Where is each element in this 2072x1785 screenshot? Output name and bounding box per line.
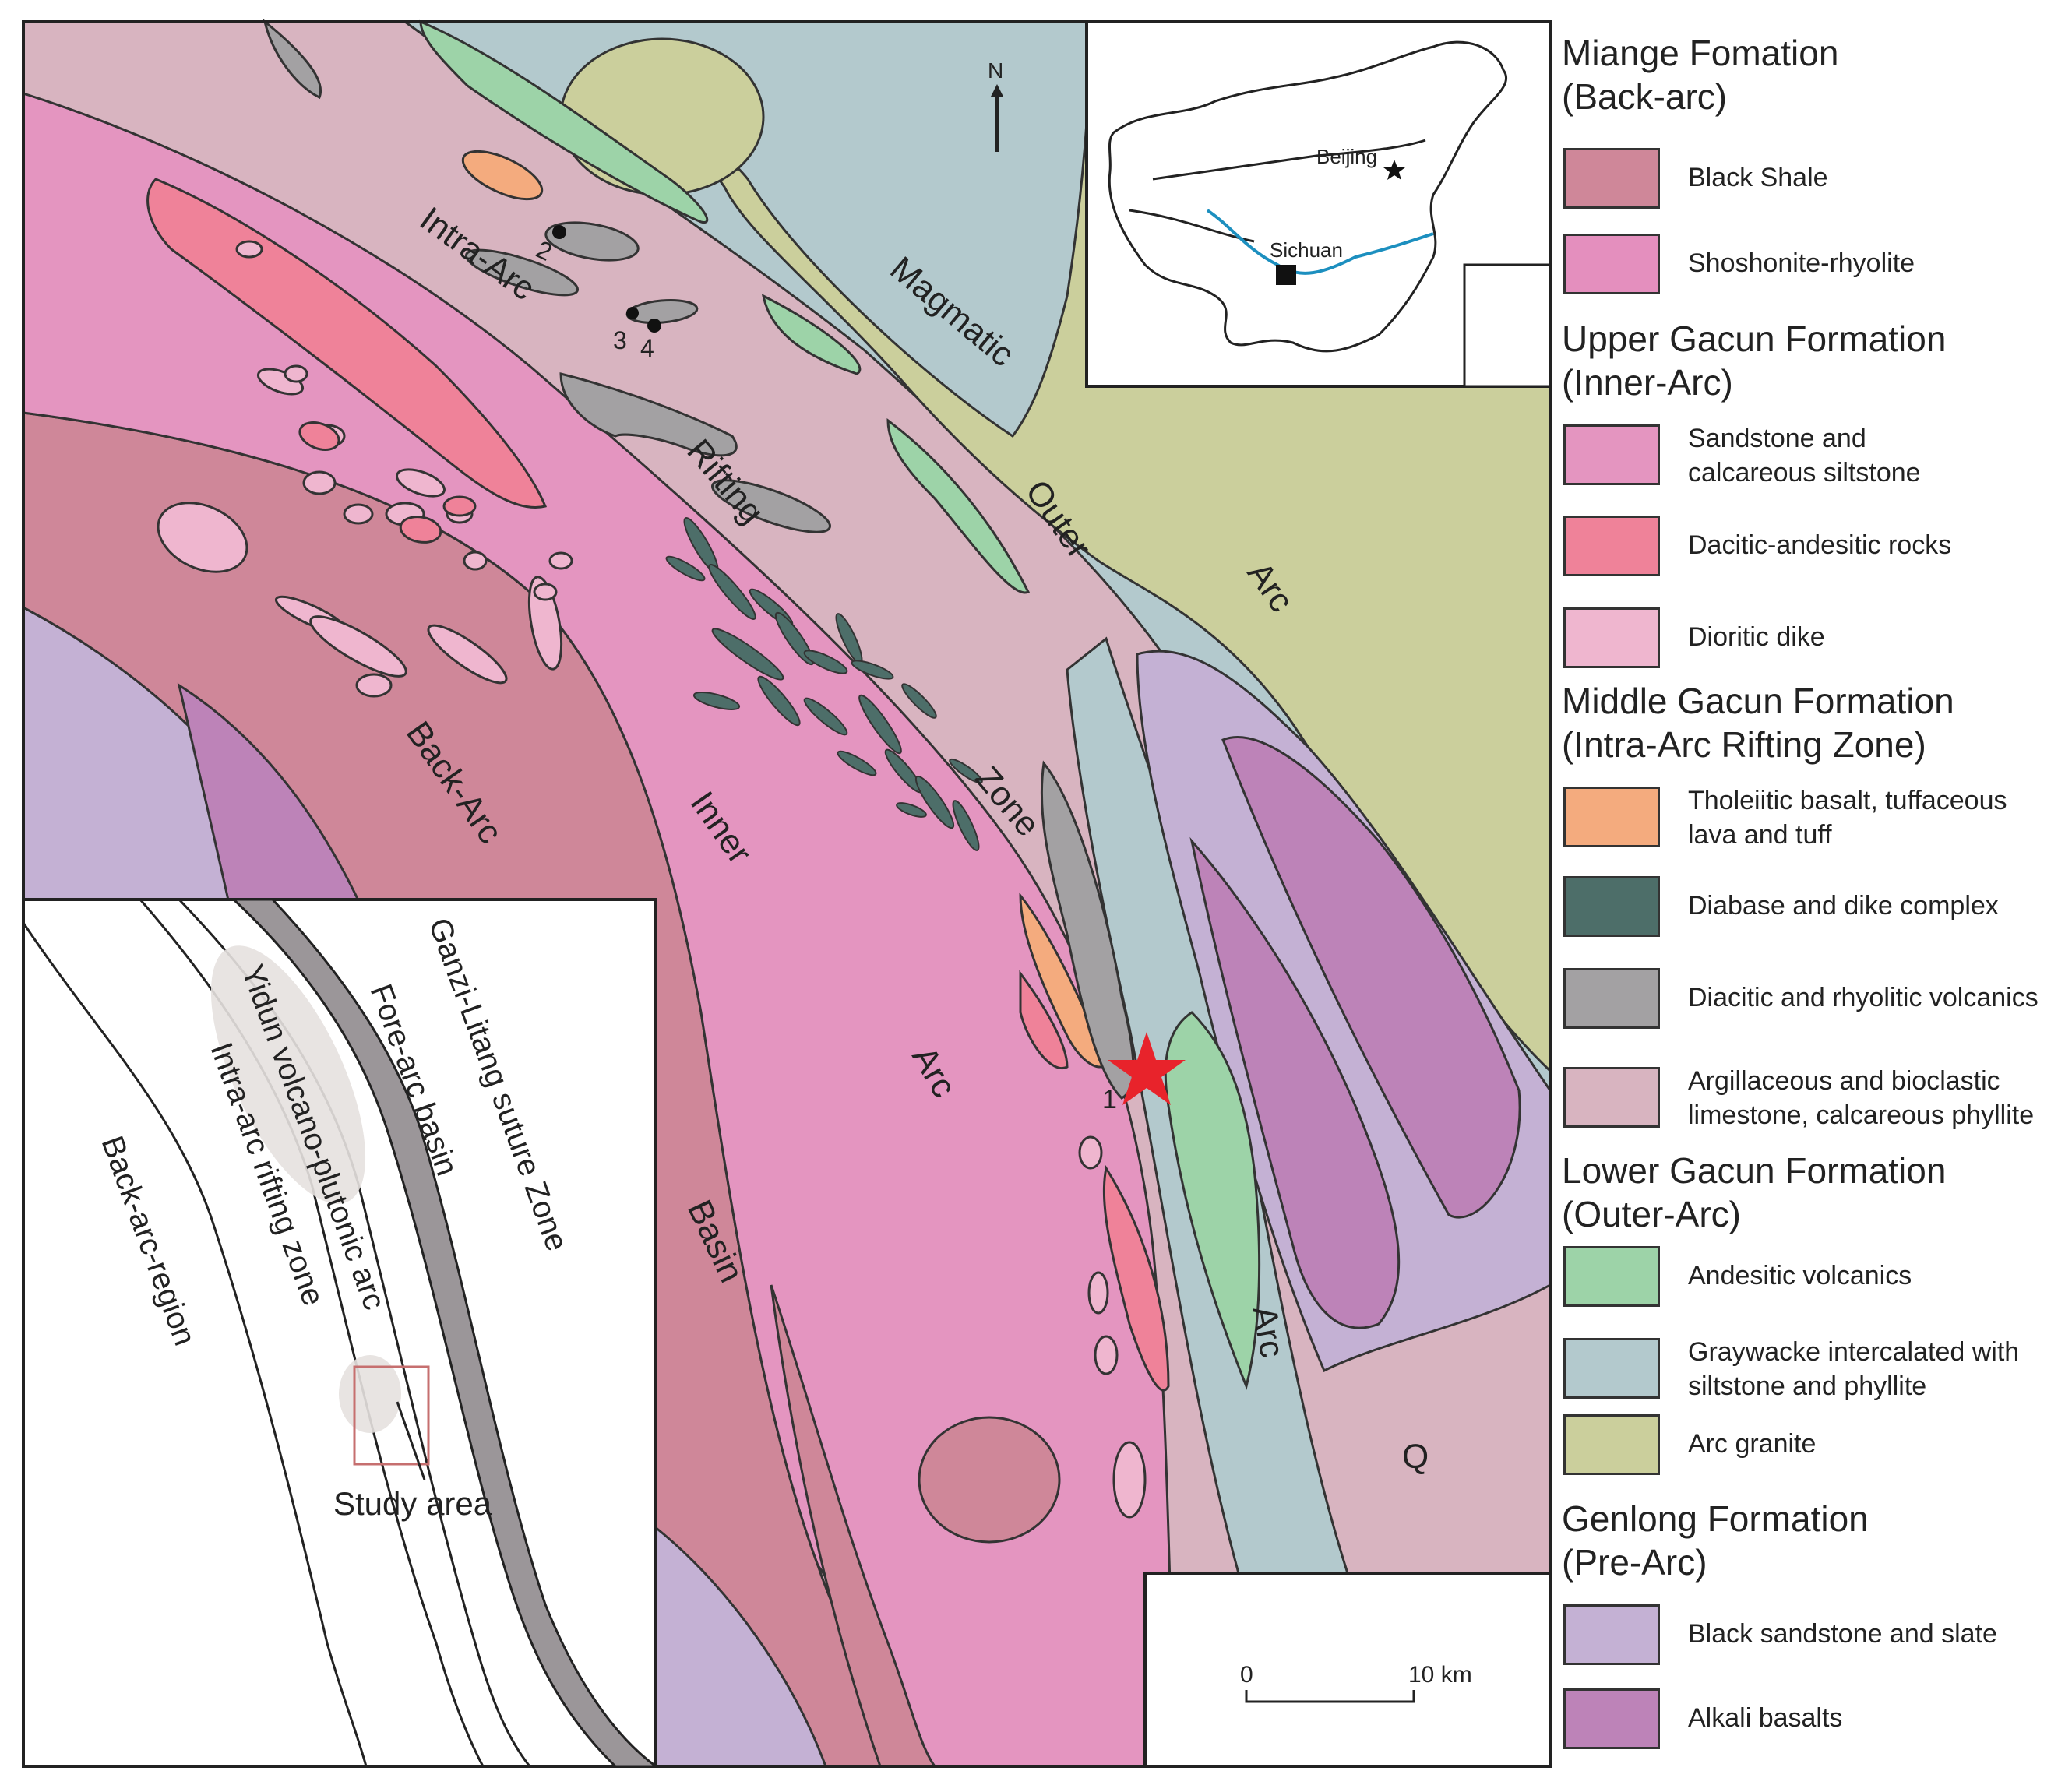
yangtze-river — [1206, 209, 1434, 275]
alkali-basalt-right-2 — [1189, 836, 1401, 1329]
legend-swatch — [1563, 516, 1660, 576]
dacitic-rhyolitic-3 — [544, 221, 640, 262]
andesitic-volcanics-1 — [419, 19, 709, 224]
study-area-label: Study area — [333, 1485, 492, 1522]
legend-item-label: Dacitic-andesitic rocks — [1688, 530, 1952, 560]
study-area-box — [353, 1365, 430, 1466]
andesitic-volcanics-2 — [761, 294, 862, 375]
dacitic-rhyolitic-5 — [559, 372, 738, 457]
scale-zero: 0 — [1240, 1662, 1253, 1688]
north-arrow-icon — [991, 84, 1003, 152]
yellow-river — [1152, 139, 1426, 181]
legend-group: Lower Gacun Formation(Outer-Arc) — [1562, 1149, 1946, 1236]
legend-group: Miange Fomation(Back-arc) — [1562, 31, 1838, 118]
dacitic-andesitic-south — [1102, 1164, 1170, 1392]
suture-zone-band — [231, 898, 660, 1768]
dacitic-rhyolitic-2 — [464, 248, 580, 297]
legend-item-label: Dioritic dike — [1688, 622, 1825, 652]
legend-item-label: Argillaceous and bioclastic — [1688, 1066, 2000, 1096]
basin-lens-2 — [918, 1416, 1061, 1544]
legend-item-label: Diabase and dike complex — [1688, 891, 1999, 921]
legend-item-label: Sandstone and — [1688, 424, 1866, 453]
legend-group-title: Lower Gacun Formation — [1562, 1150, 1947, 1191]
alkali-basalt-right-1 — [1221, 736, 1521, 1219]
sichuan-marker-icon — [1276, 265, 1296, 285]
beijing-marker-icon — [1383, 160, 1405, 180]
dioritic-dikes — [157, 240, 1147, 1519]
dacitic-andesitic-band — [146, 178, 548, 509]
north-label: N — [988, 58, 1003, 83]
scale-bar — [1143, 1572, 1552, 1768]
map-frame — [22, 20, 1552, 1768]
china-inset — [1085, 20, 1552, 388]
andesitic-volcanics-3 — [886, 417, 1031, 594]
legend-group: Middle Gacun Formation(Intra-Arc Rifting… — [1562, 679, 1954, 766]
geologic-map: 2 3 4 1 Intra-Arc Rifting Zone Magmatic … — [22, 19, 1552, 1768]
legend-swatch — [1563, 968, 1660, 1029]
legend-item-label: Graywacke intercalated with — [1688, 1337, 2020, 1367]
china-outline — [1108, 40, 1508, 353]
dacitic-rhyolitic-7 — [1040, 760, 1135, 1100]
arc-granite-pluton — [559, 37, 765, 196]
legend-item-label: Arc granite — [1688, 1429, 1817, 1459]
legend-swatch — [1563, 1067, 1660, 1128]
legend-item-label: limestone, calcareous phyllite — [1688, 1100, 2035, 1130]
dacitic-andesitic-ellipses — [298, 421, 477, 544]
regional-inset — [22, 898, 660, 1768]
legend-group-title: (Outer-Arc) — [1562, 1194, 1741, 1234]
legend-group-title: (Intra-Arc Rifting Zone) — [1562, 724, 1926, 765]
legend-group-title: (Inner-Arc) — [1562, 362, 1733, 403]
legend-swatch — [1563, 876, 1660, 937]
legend-swatch — [1563, 1604, 1660, 1665]
legend-group: Upper Gacun Formation(Inner-Arc) — [1562, 317, 1946, 404]
legend-swatch — [1563, 424, 1660, 485]
dacitic-rhyolitic-6 — [711, 479, 831, 533]
legend-swatch — [1563, 148, 1660, 209]
beijing-label: Beijing — [1316, 145, 1377, 168]
sample-sites — [552, 225, 661, 333]
site-3-label: 3 — [613, 326, 627, 354]
legend-item-label: Shoshonite-rhyolite — [1688, 248, 1915, 278]
legend-swatch — [1563, 787, 1660, 847]
scale-ten: 10 km — [1408, 1662, 1472, 1688]
legend-item-label: siltstone and phyllite — [1688, 1371, 1927, 1401]
legend-item-label: Black Shale — [1688, 163, 1828, 192]
study-site-star-icon — [1108, 1032, 1186, 1105]
legend-group-title: Middle Gacun Formation — [1562, 681, 1954, 721]
legend-group-title: (Back-arc) — [1562, 76, 1728, 117]
legend-group-title: (Pre-Arc) — [1562, 1542, 1707, 1583]
basin-lens-1 — [770, 1284, 937, 1768]
legend-item-label: lava and tuff — [1688, 820, 1832, 850]
legend-group-title: Genlong Formation — [1562, 1498, 1869, 1539]
legend-item-label: Andesitic volcanics — [1688, 1261, 1912, 1290]
black-sandstone-bottom — [653, 1523, 828, 1768]
sichuan-label: Sichuan — [1270, 238, 1343, 262]
legend-item-label: Tholeiitic basalt, tuffaceous — [1688, 786, 2007, 815]
tholeiitic-basalt-lens-1 — [461, 150, 544, 201]
site-1-label: 1 — [1102, 1085, 1117, 1114]
site-4-label: 4 — [640, 334, 654, 362]
tholeiitic-basalt-lens-2 — [1019, 892, 1108, 1069]
legend-item-label: Alkali basalts — [1688, 1703, 1843, 1733]
legend-item-label: calcareous siltstone — [1688, 458, 1921, 488]
legend-item-label: Black sandstone and slate — [1688, 1619, 1997, 1649]
legend-swatch — [1563, 1338, 1660, 1399]
legend-group: Genlong Formation(Pre-Arc) — [1562, 1497, 1869, 1584]
legend-swatch — [1563, 234, 1660, 294]
dacitic-andesitic-small — [1019, 970, 1069, 1070]
label-arc-outer: Arc — [1245, 1303, 1291, 1361]
legend-item-label: Diacitic and rhyolitic volcanics — [1688, 983, 2039, 1012]
dacitic-rhyolitic-1 — [263, 19, 322, 100]
legend-swatch — [1563, 1414, 1660, 1475]
legend-swatch — [1563, 607, 1660, 668]
legend-swatch — [1563, 1688, 1660, 1749]
label-q: Q — [1402, 1438, 1429, 1476]
legend-group-title: Upper Gacun Formation — [1562, 319, 1947, 359]
diabase-dike-complex — [665, 517, 983, 851]
legend-group-title: Miange Fomation — [1562, 33, 1839, 73]
legend-swatch — [1563, 1246, 1660, 1307]
